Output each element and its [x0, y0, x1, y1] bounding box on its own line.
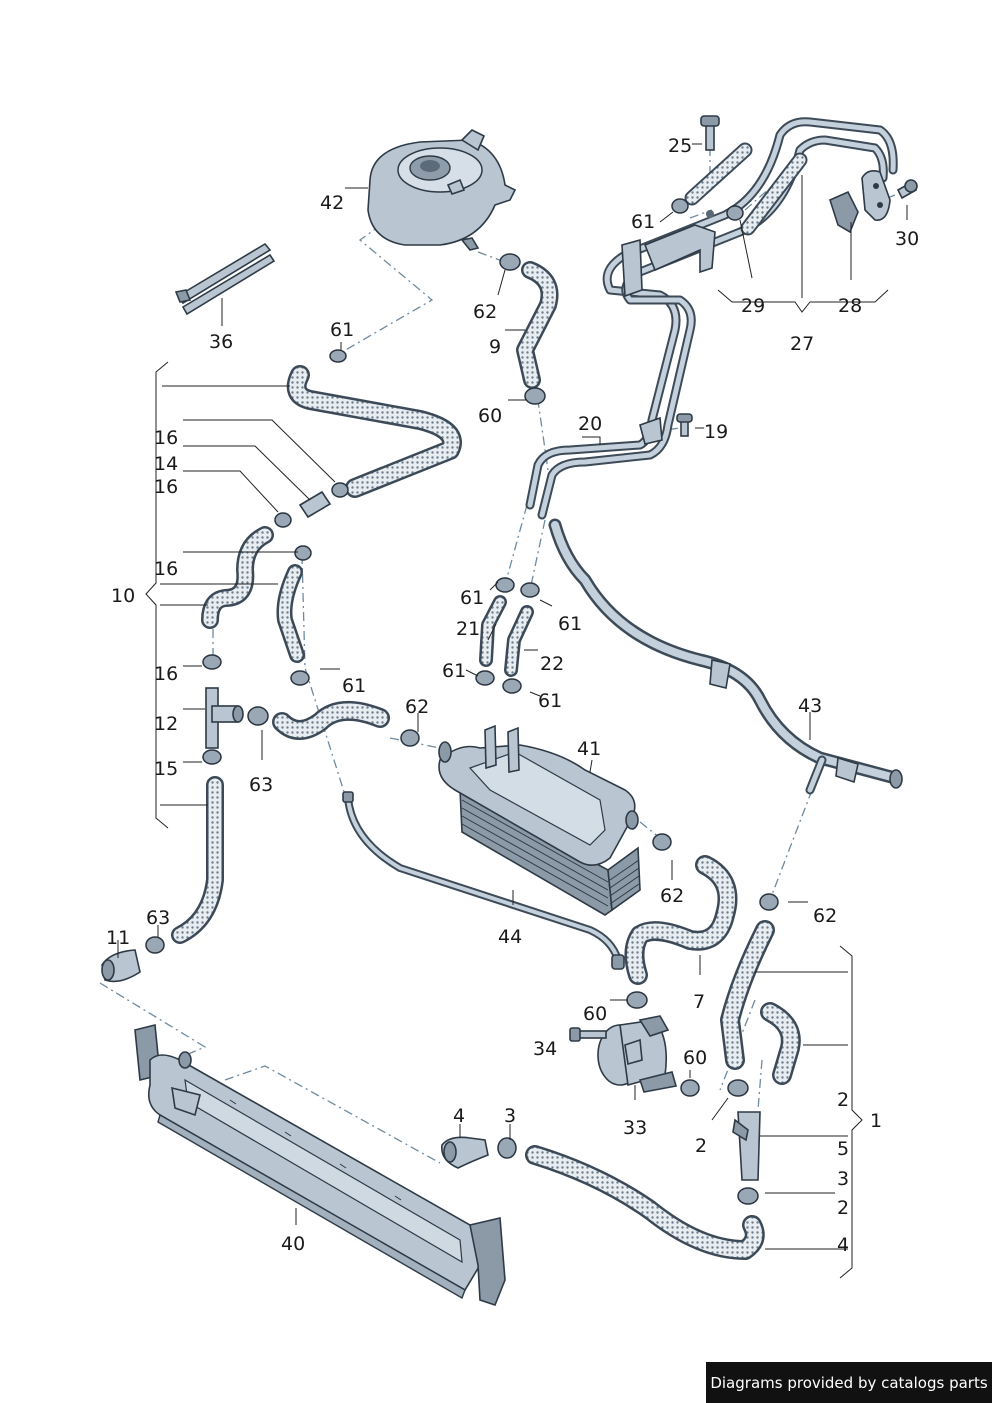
label-9: 9 — [489, 336, 501, 358]
pipe-43 — [548, 518, 903, 795]
label-2: 2 — [837, 1197, 849, 1219]
label-44: 44 — [498, 926, 522, 948]
bolt-19 — [676, 413, 693, 437]
label-16: 16 — [154, 558, 178, 580]
hoses-27 — [684, 142, 808, 236]
expansion-tank — [367, 129, 517, 251]
label-63: 63 — [249, 774, 273, 796]
label-63: 63 — [146, 907, 170, 929]
label-40: 40 — [281, 1233, 305, 1255]
label-41: 41 — [577, 738, 601, 760]
label-62: 62 — [813, 905, 837, 927]
t-piece-12 — [205, 687, 244, 749]
connector-5 — [732, 1111, 761, 1181]
label-10: 10 — [111, 585, 135, 607]
label-61: 61 — [442, 660, 466, 682]
bolt-25 — [700, 115, 720, 151]
label-2: 2 — [837, 1089, 849, 1111]
label-5: 5 — [837, 1138, 849, 1160]
clamps — [145, 198, 779, 1205]
label-12: 12 — [154, 713, 178, 735]
hose-22 — [504, 605, 534, 677]
coolant-pipes-20-27 — [525, 117, 898, 520]
label-7: 7 — [693, 991, 705, 1013]
bolt-34 — [569, 1027, 607, 1042]
hose-10 — [171, 365, 462, 944]
label-61: 61 — [460, 587, 484, 609]
connector-11 — [101, 949, 141, 983]
leader-lines — [117, 143, 908, 1250]
label-2: 2 — [695, 1135, 707, 1157]
hose-7 — [624, 855, 738, 985]
pipe-44 — [342, 791, 625, 970]
label-27: 27 — [790, 333, 814, 355]
pump-33 — [597, 1015, 678, 1093]
label-22: 22 — [540, 653, 564, 675]
label-60: 60 — [478, 405, 502, 427]
flange-28 — [829, 170, 891, 234]
label-61: 61 — [631, 211, 655, 233]
label-43: 43 — [798, 695, 822, 717]
label-29: 29 — [741, 295, 765, 317]
label-62: 62 — [473, 301, 497, 323]
label-62: 62 — [405, 696, 429, 718]
bracket-10 — [145, 361, 169, 829]
hose-9 — [516, 261, 559, 389]
label-16: 16 — [154, 427, 178, 449]
connector-14 — [298, 490, 332, 519]
label-3: 3 — [504, 1105, 516, 1127]
footer-credit: Diagrams provided by catalogs parts — [706, 1362, 992, 1403]
retaining-strips — [174, 242, 276, 316]
label-4: 4 — [453, 1105, 465, 1127]
label-34: 34 — [533, 1038, 557, 1060]
radiator-40 — [134, 1023, 506, 1306]
label-15: 15 — [154, 758, 178, 780]
bolt-30 — [896, 179, 918, 200]
hose-21 — [479, 595, 507, 667]
label-16: 16 — [154, 663, 178, 685]
label-36: 36 — [209, 331, 233, 353]
label-60: 60 — [583, 1003, 607, 1025]
label-14: 14 — [154, 453, 178, 475]
bracket-27 — [717, 289, 889, 313]
label-25: 25 — [668, 135, 692, 157]
bracket-1 — [839, 945, 863, 1279]
label-1: 1 — [870, 1110, 882, 1132]
hose-1 — [525, 920, 801, 1260]
label-61: 61 — [538, 690, 562, 712]
label-4: 4 — [837, 1234, 849, 1256]
footer-text: Diagrams provided by catalogs parts — [710, 1373, 988, 1392]
assembly-lines — [99, 128, 896, 1164]
label-30: 30 — [895, 228, 919, 250]
label-61: 61 — [558, 613, 582, 635]
cooler-41 — [438, 724, 641, 916]
label-3: 3 — [837, 1168, 849, 1190]
connector-4 — [441, 1136, 489, 1169]
callout-labels: 42 36 61 62 9 60 20 19 25 61 29 28 30 27… — [106, 135, 919, 1256]
label-61: 61 — [330, 319, 354, 341]
label-61: 61 — [342, 675, 366, 697]
label-21: 21 — [456, 618, 480, 640]
label-19: 19 — [704, 421, 728, 443]
label-33: 33 — [623, 1117, 647, 1139]
label-11: 11 — [106, 927, 130, 949]
label-16: 16 — [154, 476, 178, 498]
label-28: 28 — [838, 295, 862, 317]
label-42: 42 — [320, 192, 344, 214]
label-60: 60 — [683, 1047, 707, 1069]
label-20: 20 — [578, 413, 602, 435]
label-62: 62 — [660, 885, 684, 907]
